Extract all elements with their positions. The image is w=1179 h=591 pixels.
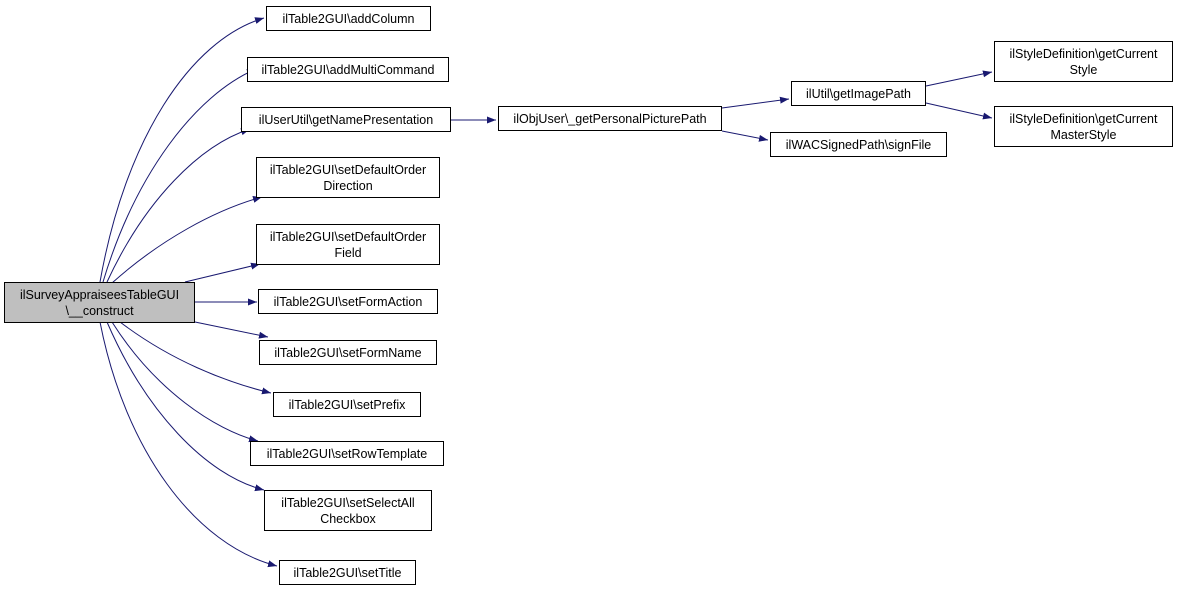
node-setSelectAllCheckbox[interactable]: ilTable2GUI\setSelectAll Checkbox	[264, 490, 432, 531]
node-setFormAction-label: ilTable2GUI\setFormAction	[273, 294, 423, 309]
node-getCurrentStyle-line2: Style	[1069, 62, 1098, 77]
edge-root-setTitle	[99, 321, 278, 568]
node-addMultiCommand-label: ilTable2GUI\addMultiCommand	[261, 62, 435, 77]
node-setDefaultOrderField-line2: Field	[334, 245, 362, 260]
node-setTitle[interactable]: ilTable2GUI\setTitle	[279, 560, 416, 585]
node-setDefaultOrderField-line1: ilTable2GUI\setDefaultOrder	[269, 229, 427, 244]
edge-root-setDefaultOrderDirection	[111, 196, 263, 284]
node-getCurrentMasterStyle[interactable]: ilStyleDefinition\getCurrent MasterStyle	[994, 106, 1173, 147]
node-setRowTemplate-label: ilTable2GUI\setRowTemplate	[266, 446, 428, 461]
node-getPersonalPicturePath[interactable]: ilObjUser\_getPersonalPicturePath	[498, 106, 722, 131]
edge-root-getNamePresentation	[106, 128, 251, 283]
node-signFile-label: ilWACSignedPath\signFile	[785, 137, 932, 152]
node-signFile[interactable]: ilWACSignedPath\signFile	[770, 132, 947, 157]
node-setPrefix-label: ilTable2GUI\setPrefix	[288, 397, 406, 412]
edge-root-addColumn	[99, 17, 265, 283]
node-getCurrentMasterStyle-line2: MasterStyle	[1050, 127, 1117, 142]
node-getImagePath[interactable]: ilUtil\getImagePath	[791, 81, 926, 106]
node-setPrefix[interactable]: ilTable2GUI\setPrefix	[273, 392, 421, 417]
node-getNamePresentation[interactable]: ilUserUtil\getNamePresentation	[241, 107, 451, 132]
node-setFormName-label: ilTable2GUI\setFormName	[274, 345, 422, 360]
node-getPersonalPicturePath-label: ilObjUser\_getPersonalPicturePath	[513, 111, 707, 126]
node-setDefaultOrderDirection-line1: ilTable2GUI\setDefaultOrder	[269, 162, 427, 177]
node-root[interactable]: ilSurveyAppraiseesTableGUI \__construct	[4, 282, 195, 323]
node-setRowTemplate[interactable]: ilTable2GUI\setRowTemplate	[250, 441, 444, 466]
edge-root-setRowTemplate	[111, 321, 259, 443]
node-addColumn-label: ilTable2GUI\addColumn	[282, 11, 415, 26]
node-getNamePresentation-label: ilUserUtil\getNamePresentation	[258, 112, 434, 127]
node-setDefaultOrderDirection-line2: Direction	[323, 178, 373, 193]
edge-getImagePath-getCurrentMasterStyle	[925, 102, 993, 120]
node-addColumn[interactable]: ilTable2GUI\addColumn	[266, 6, 431, 31]
node-getImagePath-label: ilUtil\getImagePath	[806, 86, 911, 101]
node-getCurrentStyle-line1: ilStyleDefinition\getCurrent	[1009, 46, 1158, 61]
node-setSelectAllCheckbox-line2: Checkbox	[320, 511, 376, 526]
edge-root-addMultiCommand	[102, 68, 257, 283]
edge-root-setDefaultOrderField	[184, 262, 261, 283]
node-root-line2: \__construct	[65, 303, 134, 318]
node-root-line1: ilSurveyAppraiseesTableGUI	[19, 287, 180, 302]
node-getCurrentMasterStyle-line1: ilStyleDefinition\getCurrent	[1009, 111, 1158, 126]
node-setSelectAllCheckbox-line1: ilTable2GUI\setSelectAll	[281, 495, 415, 510]
edge-getPersonalPicturePath-signFile	[721, 130, 769, 142]
node-setFormAction[interactable]: ilTable2GUI\setFormAction	[258, 289, 438, 314]
node-setDefaultOrderField[interactable]: ilTable2GUI\setDefaultOrder Field	[256, 224, 440, 265]
node-setDefaultOrderDirection[interactable]: ilTable2GUI\setDefaultOrder Direction	[256, 157, 440, 198]
edge-root-setSelectAllCheckbox	[106, 321, 265, 492]
node-setTitle-label: ilTable2GUI\setTitle	[293, 565, 402, 580]
node-setFormName[interactable]: ilTable2GUI\setFormName	[259, 340, 437, 365]
edge-getImagePath-getCurrentStyle	[925, 70, 993, 87]
node-getCurrentStyle[interactable]: ilStyleDefinition\getCurrent Style	[994, 41, 1173, 82]
edge-root-setPrefix	[119, 321, 272, 395]
edge-getPersonalPicturePath-getImagePath	[721, 96, 790, 109]
edge-root-setFormName	[194, 321, 269, 339]
node-addMultiCommand[interactable]: ilTable2GUI\addMultiCommand	[247, 57, 449, 82]
